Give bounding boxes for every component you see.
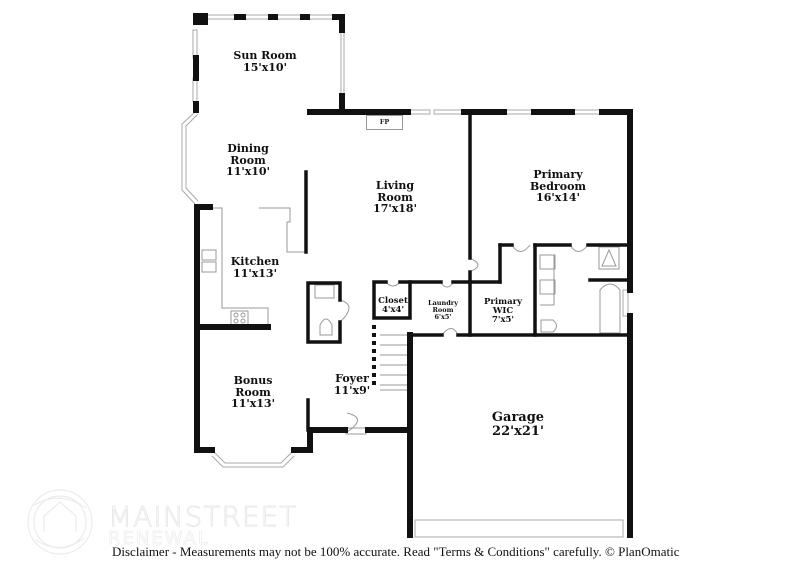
watermark-subbrand: RENEWAL bbox=[108, 528, 210, 550]
room-size: 4'x4' bbox=[381, 304, 405, 315]
room-size: 11'x13' bbox=[231, 397, 275, 411]
room-foyer: Foyer 11'x9' bbox=[334, 373, 370, 396]
room-kitchen: Kitchen 11'x13' bbox=[231, 256, 280, 279]
room-name: Primary bbox=[533, 168, 583, 181]
room-size: 15'x10' bbox=[243, 60, 287, 74]
room-name: Room bbox=[235, 385, 271, 399]
room-name: Foyer bbox=[335, 372, 369, 385]
room-name: Kitchen bbox=[230, 255, 280, 268]
room-name: Dining bbox=[227, 142, 269, 155]
room-name: Primary bbox=[483, 297, 523, 307]
room-name: Room bbox=[432, 305, 454, 314]
room-name: Bonus bbox=[233, 374, 273, 387]
room-size: 11'x9' bbox=[333, 383, 371, 397]
room-name: Living bbox=[375, 179, 415, 192]
room-dining-room: Dining Room 11'x10' bbox=[226, 143, 270, 178]
room-living-room: Living Room 17'x18' bbox=[373, 180, 417, 215]
room-name: WIC bbox=[492, 305, 514, 316]
room-name: Room bbox=[230, 153, 266, 167]
room-size: 16'x14' bbox=[536, 191, 580, 205]
room-name: Sun Room bbox=[233, 49, 297, 62]
room-size: 11'x10' bbox=[226, 165, 270, 179]
room-name: Bedroom bbox=[529, 179, 587, 193]
room-sun-room: Sun Room 15'x10' bbox=[233, 50, 296, 73]
room-name: Laundry bbox=[428, 299, 458, 307]
room-size: 22'x21' bbox=[492, 423, 544, 439]
room-size: 17'x18' bbox=[373, 202, 417, 216]
disclaimer-text: Disclaimer - Measurements may not be 100… bbox=[112, 544, 680, 559]
room-closet: Closet 4'x4' bbox=[378, 297, 408, 315]
room-name: Closet bbox=[378, 296, 408, 306]
room-name: Garage bbox=[491, 410, 545, 425]
room-size: 6'x5' bbox=[434, 312, 452, 321]
watermark-brand: MAINSTREET bbox=[108, 500, 298, 534]
room-size: 7'x5' bbox=[491, 314, 515, 325]
room-bonus-room: Bonus Room 11'x13' bbox=[231, 375, 275, 410]
room-name: Room bbox=[377, 190, 413, 204]
room-primary-wic: Primary WIC 7'x5' bbox=[484, 298, 522, 325]
room-primary-bedroom: Primary Bedroom 16'x14' bbox=[530, 169, 586, 204]
room-size: 11'x13' bbox=[233, 266, 277, 280]
room-laundry-room: Laundry Room 6'x5' bbox=[428, 300, 458, 320]
room-garage: Garage 22'x21' bbox=[492, 411, 544, 438]
fireplace: FP bbox=[366, 115, 403, 130]
